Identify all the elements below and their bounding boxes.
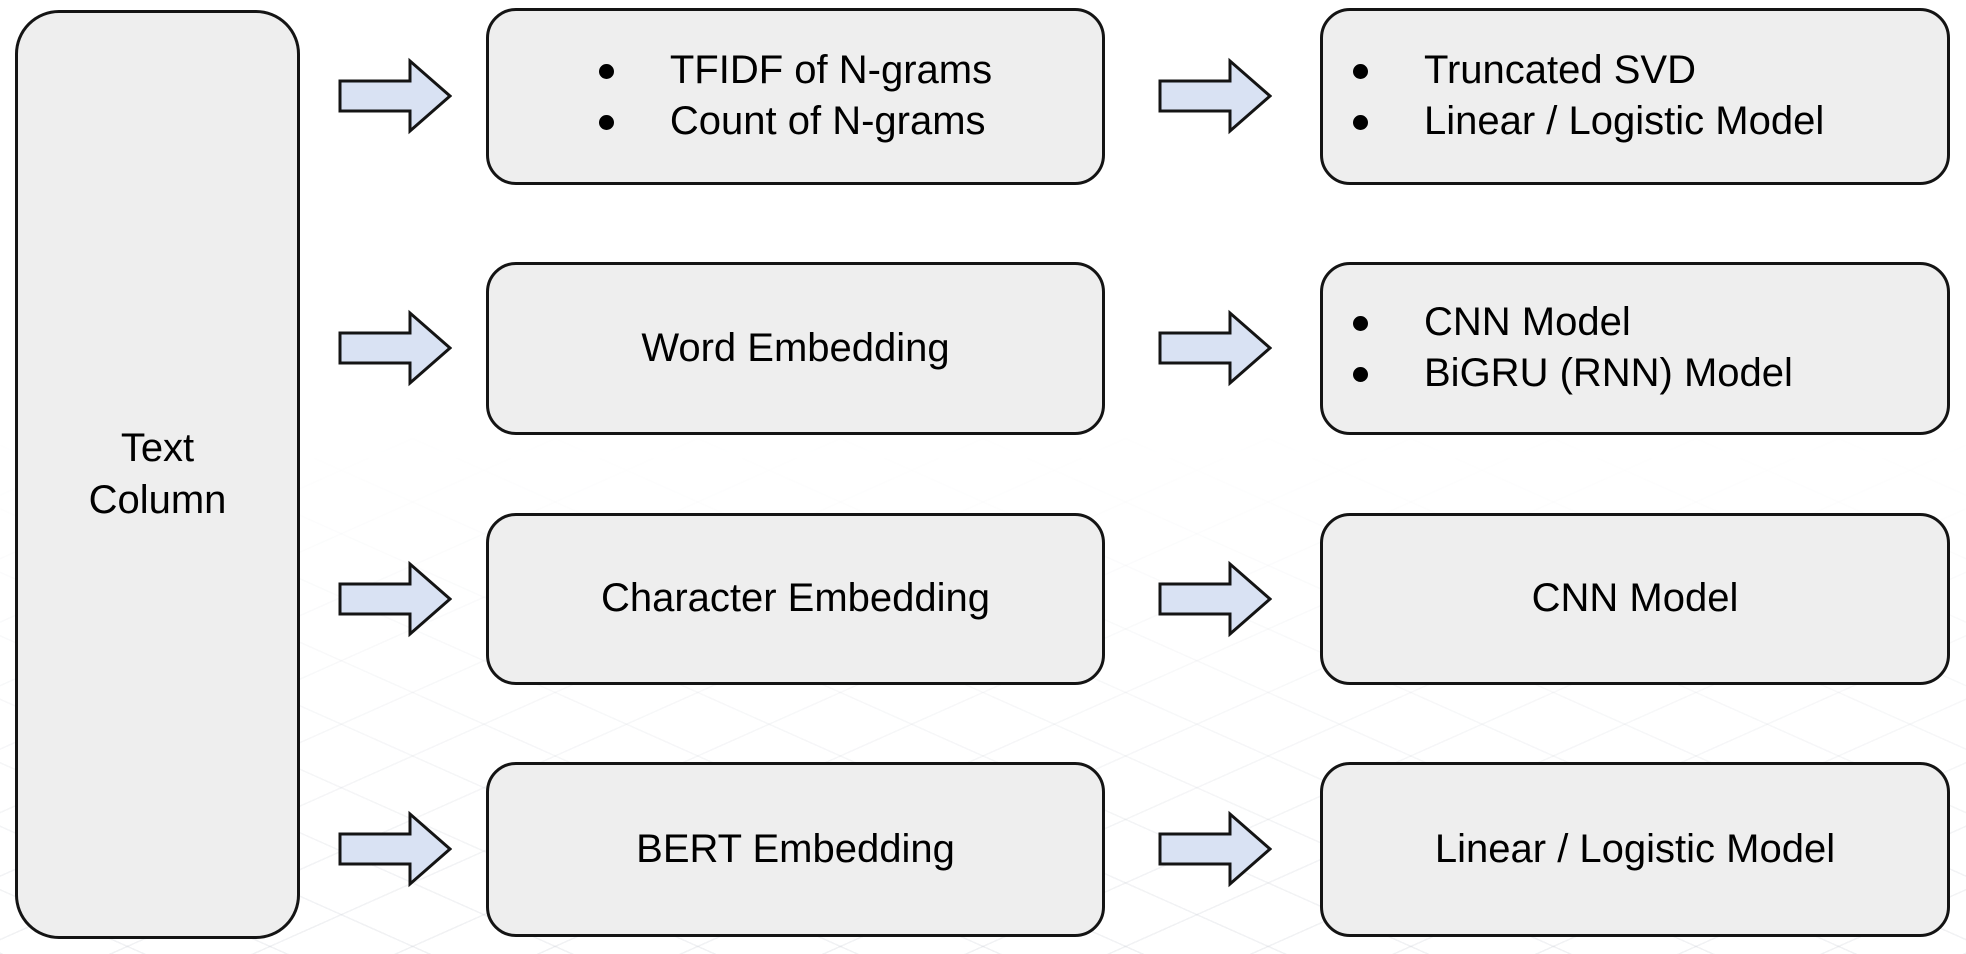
list-item-text: Truncated SVD [1424,48,1696,93]
bullet-icon [1353,63,1368,79]
bullet-icon [1353,114,1368,130]
text-column-box: Text Column [15,10,300,939]
box-label: BERT Embedding [636,826,955,871]
box-label: Character Embedding [600,576,991,621]
flow-arrow-icon [1158,57,1272,135]
list-item: Truncated SVD [1353,46,1947,97]
flow-arrow-icon [338,309,452,387]
feature-box-word-embedding: Word Embedding [486,262,1105,435]
bullet-icon [1353,366,1368,382]
list-item: Linear / Logistic Model [1353,97,1947,148]
bullet-icon [598,114,614,130]
feature-box-character-embedding: Character Embedding [486,513,1105,685]
bullet-icon [1353,315,1368,331]
flow-arrow-icon [338,810,452,888]
list-item: Count of N-grams [598,97,992,148]
feature-box-bert-embedding: BERT Embedding [486,762,1105,937]
text-column-label: Text Column [88,426,227,522]
flow-arrow-icon [1158,560,1272,638]
box-label: CNN Model [1531,576,1739,621]
model-box-cnn: CNN Model [1320,513,1950,685]
list-item: BiGRU (RNN) Model [1353,349,1947,400]
feature-box-ngrams: TFIDF of N-grams Count of N-grams [486,8,1105,185]
list-item: CNN Model [1353,298,1947,349]
list-item: TFIDF of N-grams [598,46,993,97]
flow-arrow-icon [1158,810,1272,888]
bullet-icon [598,63,614,79]
box-label: Linear / Logistic Model [1434,826,1836,871]
list-item-text: BiGRU (RNN) Model [1424,351,1793,396]
box-label: Word Embedding [641,325,950,370]
flow-arrow-icon [338,57,452,135]
flow-arrow-icon [1158,309,1272,387]
model-box-svd-linear: Truncated SVD Linear / Logistic Model [1320,8,1950,185]
list-item-text: Linear / Logistic Model [1424,99,1825,144]
model-box-cnn-bigru: CNN Model BiGRU (RNN) Model [1320,262,1950,435]
list-item-text: TFIDF of N-grams [669,48,993,93]
flow-arrow-icon [338,560,452,638]
model-box-linear-logistic: Linear / Logistic Model [1320,762,1950,937]
list-item-text: Count of N-grams [669,99,986,144]
list-item-text: CNN Model [1424,300,1631,345]
